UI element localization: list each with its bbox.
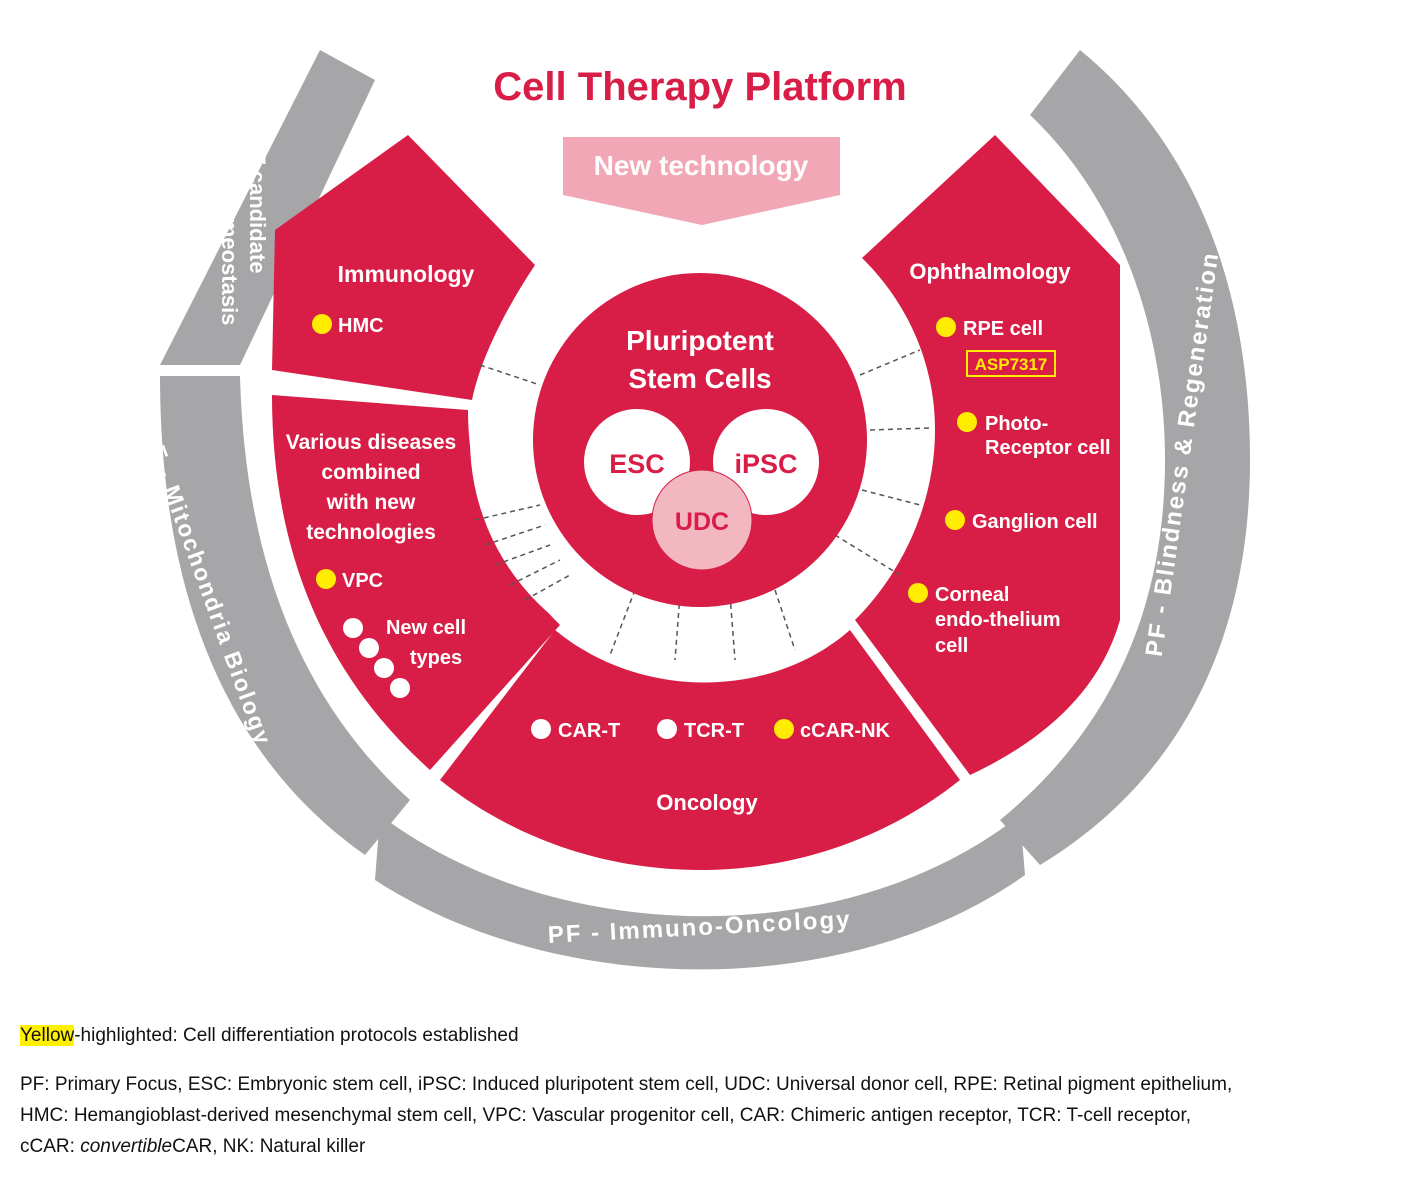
udc-circle <box>651 469 753 571</box>
ring-mitochondria-biology <box>160 376 410 855</box>
tcr-t-dot <box>657 719 677 739</box>
asp7317-box <box>966 350 1056 377</box>
legend-highlight-word: Yellow <box>20 1025 75 1046</box>
ring-immune-homeostasis <box>160 50 375 365</box>
esc-label: ESC <box>609 449 665 479</box>
vpc-label: VPC <box>342 570 383 592</box>
rpe-label: RPE cell <box>963 318 1043 340</box>
corneal-dot <box>908 583 928 603</box>
abbreviation-line-3: cCAR: convertibleCAR, NK: Natural killer <box>20 1131 1390 1162</box>
ccar-nk-dot <box>774 719 794 739</box>
photoreceptor-line2: Receptor cell <box>985 437 1111 459</box>
ring-label-immune-line1: PF candidate <box>245 137 270 274</box>
pluripotent-circle <box>533 273 867 607</box>
new-cell-dot-1 <box>343 618 363 638</box>
sector-ophthalmology <box>855 135 1120 775</box>
abbreviation-line-2: HMC: Hemangioblast-derived mesenchymal s… <box>20 1105 1192 1126</box>
corneal-line2: endo-thelium <box>935 609 1061 631</box>
new-cell-dot-3 <box>374 658 394 678</box>
ring-immuno-oncology <box>375 815 1025 970</box>
new-cell-dot-2 <box>359 638 379 658</box>
abbr3-italic: convertible <box>80 1136 173 1157</box>
tcr-t-label: TCR-T <box>684 720 744 742</box>
corneal-line3: cell <box>935 635 968 657</box>
new-cell-dot-4 <box>390 678 410 698</box>
dashed-connectors <box>474 349 931 661</box>
ccar-nk-label: cCAR-NK <box>800 720 891 742</box>
ipsc-label: iPSC <box>734 449 797 479</box>
abbr3-part-a: cCAR: <box>20 1136 81 1157</box>
ring-blindness-regeneration <box>1000 50 1250 865</box>
hmc-label: HMC <box>338 315 384 337</box>
new-technology-arrow <box>563 137 840 225</box>
various-title-line2: combined <box>321 461 420 484</box>
various-title-line3: with new <box>326 491 416 514</box>
various-title-line1: Various diseases <box>286 431 456 454</box>
new-cell-line1: New cell <box>386 617 466 639</box>
ring-label-immune-line2: - Immune Homeostasis <box>217 85 242 326</box>
sector-various-diseases <box>272 395 560 770</box>
center-title-line1: Pluripotent <box>626 325 774 356</box>
udc-label: UDC <box>675 508 729 536</box>
sector-immunology <box>272 135 535 400</box>
legend-highlight-rest: -highlighted: Cell differentiation proto… <box>74 1025 519 1046</box>
page-title: Cell Therapy Platform <box>493 65 906 109</box>
new-cell-line2: types <box>410 647 462 669</box>
ophthalmology-title: Ophthalmology <box>909 259 1071 284</box>
car-t-label: CAR-T <box>558 720 620 742</box>
abbreviation-line-1: PF: Primary Focus, ESC: Embryonic stem c… <box>20 1074 1233 1095</box>
asp7317-label: ASP7317 <box>975 355 1048 374</box>
corneal-line1: Corneal <box>935 584 1009 606</box>
ganglion-dot <box>945 510 965 530</box>
abbr3-part-b: CAR, NK: Natural killer <box>172 1136 366 1157</box>
photoreceptor-dot <box>957 412 977 432</box>
rpe-dot <box>936 317 956 337</box>
photoreceptor-line1: Photo- <box>985 413 1048 435</box>
new-technology-label: New technology <box>594 150 809 181</box>
sector-oncology <box>440 630 960 870</box>
immunology-title: Immunology <box>338 261 475 287</box>
car-t-dot <box>531 719 551 739</box>
center-title-line2: Stem Cells <box>628 363 771 394</box>
various-title-line4: technologies <box>306 521 436 544</box>
oncology-title: Oncology <box>656 790 758 815</box>
legend-note: Yellow-highlighted: Cell differentiation… <box>20 1020 1390 1051</box>
vpc-dot <box>316 569 336 589</box>
ganglion-label: Ganglion cell <box>972 511 1098 533</box>
hmc-dot <box>312 314 332 334</box>
